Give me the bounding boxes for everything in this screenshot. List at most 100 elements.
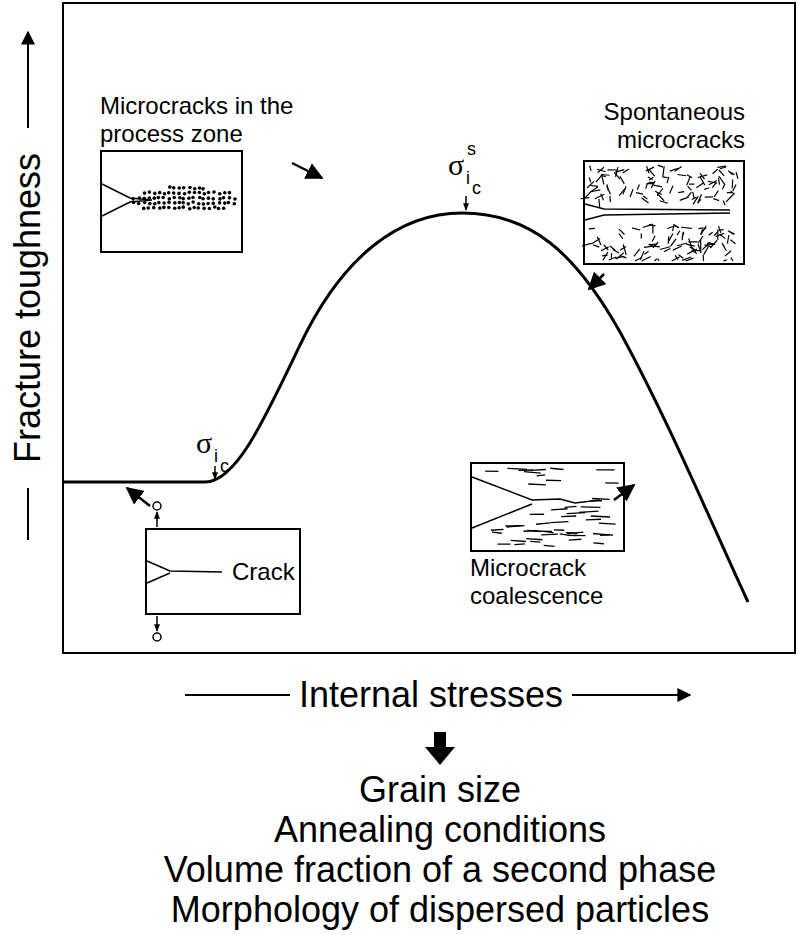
microcrack-dot	[173, 201, 177, 205]
inset-panel: Spontaneous microcracks	[583, 98, 745, 265]
microcrack-stroke	[560, 534, 570, 535]
microcrack-dot	[182, 205, 186, 209]
axis-arrow	[27, 32, 29, 128]
microcrack-stroke	[698, 244, 701, 253]
crack-notch	[472, 477, 600, 528]
microcrack-stroke	[688, 186, 692, 190]
microcrack-dot	[211, 202, 215, 206]
load-arrow	[156, 512, 158, 527]
inset-panel: Microcrack coalescence	[470, 462, 630, 610]
microcrack-dot	[142, 207, 146, 211]
microcrack-dot	[172, 191, 176, 195]
microcrack-dot	[178, 196, 182, 200]
microcrack-dot	[222, 206, 226, 210]
microcrack-dot	[157, 196, 161, 200]
microcrack-stroke	[709, 180, 717, 184]
microcrack-stroke	[714, 191, 718, 197]
microcrack-stroke	[530, 541, 540, 543]
stress-subscript: c	[472, 178, 481, 199]
microcrack-dot	[198, 191, 202, 195]
inset-caption: Microcrack coalescence	[470, 554, 630, 610]
microcrack-dot	[223, 201, 227, 205]
microcrack-dot	[177, 206, 181, 210]
microcrack-stroke	[670, 186, 673, 194]
factor-item: Volume fraction of a second phase	[164, 850, 716, 890]
microcrack-stroke	[619, 229, 625, 234]
microcrack-stroke	[491, 529, 504, 531]
stress-subscript: c	[220, 456, 229, 477]
microcrack-dot	[201, 187, 205, 191]
microcrack-stroke	[681, 227, 692, 228]
microcrack-stroke	[598, 199, 600, 207]
microcrack-dot	[177, 192, 181, 196]
microcrack-stroke	[648, 182, 654, 184]
microcrack-dot	[191, 200, 195, 204]
microcrack-stroke	[647, 183, 653, 184]
microcrack-dot	[143, 191, 147, 195]
factor-item: Morphology of dispersed particles	[171, 890, 709, 930]
axis-title: Fracture toughness	[8, 153, 48, 463]
crack-notch	[147, 561, 222, 583]
microcrack-stroke	[649, 169, 655, 176]
microcrack-stroke	[507, 526, 525, 527]
microcrack-dot	[177, 186, 181, 190]
microcrack-stroke	[653, 185, 662, 187]
microcrack-stroke	[649, 177, 653, 180]
inset-label: Crack	[232, 558, 295, 586]
microcrack-stroke	[668, 236, 670, 243]
microcrack-stroke	[644, 251, 648, 254]
toughness-curve	[63, 213, 748, 602]
microcrack-stroke	[720, 167, 726, 169]
microcrack-stroke	[723, 260, 726, 261]
process-zone-sketch	[102, 184, 237, 216]
microcrack-stroke	[654, 259, 657, 261]
microcrack-stroke	[536, 523, 550, 524]
microcrack-stroke	[667, 227, 673, 229]
microcrack-stroke	[567, 532, 583, 533]
microcrack-stroke	[663, 166, 664, 176]
microcrack-dot	[181, 197, 185, 201]
microcrack-stroke	[600, 534, 610, 536]
microcrack-stroke	[725, 251, 731, 256]
microcrack-dot	[207, 196, 211, 200]
microcrack-stroke	[649, 243, 658, 245]
microcrack-stroke	[682, 233, 684, 241]
microcrack-stroke	[623, 169, 629, 173]
microcrack-dot	[233, 197, 237, 201]
microcrack-stroke	[680, 197, 689, 200]
load-pin	[153, 633, 161, 641]
microcrack-stroke	[655, 191, 662, 194]
microcrack-stroke	[660, 247, 670, 250]
microcrack-stroke	[608, 169, 618, 170]
microcrack-dot	[202, 207, 206, 211]
microcrack-stroke	[507, 468, 527, 470]
microcrack-dot	[167, 201, 171, 205]
microcrack-stroke	[688, 241, 697, 242]
microcrack-dot	[218, 201, 222, 205]
microcrack-dot	[172, 186, 176, 190]
microcrack-dot	[131, 197, 135, 201]
microcrack-dots	[131, 185, 237, 210]
load-arrow	[156, 616, 158, 631]
stress-subscript: i	[466, 168, 470, 189]
microcrack-stroke	[485, 470, 498, 472]
microcrack-stroke	[667, 177, 669, 183]
microcrack-stroke	[567, 513, 586, 514]
microcrack-stroke	[718, 226, 720, 233]
microcrack-dot	[138, 196, 142, 200]
microcrack-stroke	[609, 257, 617, 260]
microcrack-dot	[132, 201, 136, 205]
microcrack-dot	[186, 202, 190, 206]
microcrack-dot	[161, 196, 165, 200]
microcrack-stroke	[686, 244, 694, 246]
microcrack-texture	[485, 468, 618, 546]
microcrack-stroke	[651, 181, 655, 188]
microcrack-dot	[148, 190, 152, 194]
specimen-sketch	[147, 502, 222, 641]
microcrack-stroke	[593, 542, 604, 544]
microcrack-stroke	[641, 233, 642, 238]
microcrack-dot	[167, 206, 171, 210]
microcrack-stroke	[587, 181, 594, 188]
stress-symbol: σ	[448, 150, 464, 180]
